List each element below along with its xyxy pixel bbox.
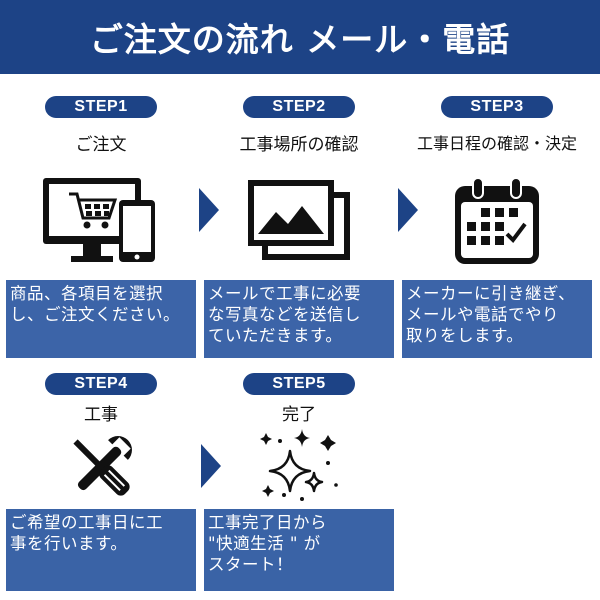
- step-4: STEP4 工事 ご希望の工事日に工 事を行います。: [6, 373, 196, 591]
- step-badge: STEP2: [243, 96, 355, 118]
- step-badge: STEP4: [45, 373, 157, 395]
- step-description: メールで工事に必要 な写真などを送信し ていただきます。: [204, 280, 394, 358]
- next-arrow-icon: [398, 188, 418, 232]
- step-3: STEP3 工事日程の確認・決定 メーカーに引き継ぎ、 メールや電話でやり 取り…: [402, 96, 592, 360]
- header-banner: ご注文の流れ メール・電話: [0, 0, 600, 74]
- step-label: 工事日程の確認・決定: [416, 134, 577, 153]
- photo-gallery-icon: [244, 176, 354, 266]
- step-description: 工事完了日から "快適生活 " が スタート！: [204, 509, 394, 591]
- step-5: STEP5 完了 工事完了日から "快適生活 " が スタート！: [204, 373, 394, 591]
- shopping-cart-computer-icon: [41, 174, 161, 266]
- step-label: 工事: [84, 405, 118, 425]
- wrench-screwdriver-icon: [63, 429, 139, 505]
- step-label: 完了: [282, 405, 316, 425]
- step-badge: STEP5: [243, 373, 355, 395]
- step-badge: STEP3: [441, 96, 553, 118]
- step-description: ご希望の工事日に工 事を行います。: [6, 509, 196, 591]
- step-label: ご注文: [75, 135, 127, 155]
- next-arrow-icon: [199, 188, 219, 232]
- calendar-check-icon: [451, 176, 543, 268]
- step-2: STEP2 工事場所の確認 メールで工事に必要 な写真などを送信し ていただきま…: [204, 96, 394, 360]
- step-badge: STEP1: [45, 96, 157, 118]
- step-description: 商品、各項目を選択 し、ご注文ください。: [6, 280, 196, 358]
- sparkle-icon: [254, 423, 344, 505]
- step-label: 工事場所の確認: [239, 135, 359, 155]
- next-arrow-icon: [201, 444, 221, 488]
- step-1: STEP1 ご注文 商品、各項目を選択 し、ご注文ください。: [6, 96, 196, 360]
- page-title: ご注文の流れ メール・電話: [89, 20, 511, 59]
- step-description: メーカーに引き継ぎ、 メールや電話でやり 取りをします。: [402, 280, 592, 358]
